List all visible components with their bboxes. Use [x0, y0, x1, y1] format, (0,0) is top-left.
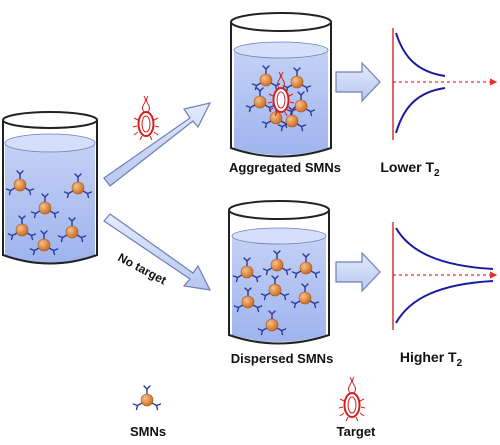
top-beaker [230, 12, 332, 158]
aggregated-smns-label: Aggregated SMNs [229, 160, 341, 175]
lower-t2-curve [392, 28, 498, 140]
target-icon [132, 95, 160, 141]
arrow-to-aggregated [103, 102, 212, 187]
legend-target-icon [338, 376, 366, 422]
higher-t2-curve [392, 222, 498, 330]
arrow-to-dispersed [103, 213, 212, 291]
legend-smns-label: SMNs [130, 424, 166, 439]
legend-smn-icon [132, 385, 162, 411]
higher-t2-label: Higher T2 [400, 349, 463, 369]
arrow-to-lower-t2 [335, 61, 381, 103]
arrow-to-higher-t2 [335, 251, 381, 293]
lower-t2-label: Lower T2 [380, 159, 440, 179]
dispersed-smns-label: Dispersed SMNs [231, 351, 334, 366]
legend-target-label: Target [337, 424, 376, 439]
